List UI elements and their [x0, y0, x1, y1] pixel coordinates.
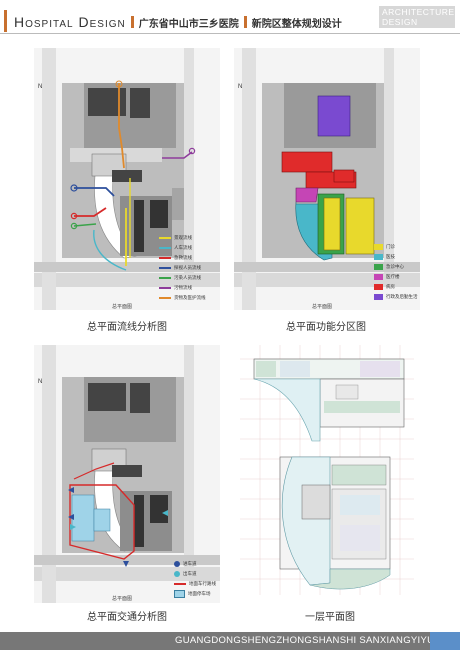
site-plan-label: 总平面图 [112, 304, 133, 310]
legend-label: 探视人员流线 [174, 266, 201, 271]
legend-swatch [374, 254, 383, 260]
legend-swatch [174, 571, 180, 577]
legend-swatch [159, 237, 171, 239]
legend-swatch [374, 244, 383, 250]
badge-line-1: ARCHITECTURE [382, 7, 455, 17]
legend-swatch [174, 561, 180, 567]
traffic-analysis-caption: 总平面交通分析图 [87, 612, 167, 623]
legend-swatch [159, 277, 171, 279]
badge-line-2: DESIGN [382, 17, 418, 27]
legend-item: 病房 [374, 282, 418, 292]
legend-label: 地面停车场 [188, 592, 211, 597]
legend-swatch [174, 590, 185, 598]
flow-analysis-caption: 总平面流线分析图 [87, 322, 167, 333]
legend-item: 探视人员流线 [159, 263, 206, 273]
legend-label: 货物及医护流线 [174, 296, 206, 301]
svg-text:N: N [38, 379, 42, 385]
title-cn-hospital: 广东省中山市三乡医院 [138, 19, 239, 30]
function-zoning-panel: N 门诊 医技 急诊中心 医疗楼 病房 行政及后勤生活 总平面图 [234, 48, 420, 310]
flow-site-plan: N [34, 48, 220, 310]
legend-item: 地面停车场 [174, 589, 216, 599]
legend-item: 门诊 [374, 242, 418, 252]
page-footer: GUANGDONGSHENGZHONGSHANSHI SANXIANGYIYUA… [0, 632, 460, 650]
title-separator [243, 16, 247, 28]
site-plan-label: 总平面图 [312, 304, 333, 310]
legend-item: 污物流线 [159, 283, 206, 293]
legend-item: 医疗楼 [374, 272, 418, 282]
title-separator [130, 16, 134, 28]
legend-swatch [159, 247, 171, 249]
traffic-legend: 进车道 出车道 地面车行路线 地面停车场 [174, 559, 216, 599]
legend-swatch [159, 257, 171, 259]
legend-swatch [374, 284, 383, 290]
legend-label: 病房 [386, 285, 395, 290]
header-accent-bar [4, 10, 7, 32]
legend-item: 急救流线 [159, 253, 206, 263]
legend-swatch [374, 294, 383, 300]
legend-label: 人车流线 [174, 246, 192, 251]
legend-swatch [159, 267, 171, 269]
legend-label: 污染人员流线 [174, 276, 201, 281]
legend-label: 景观流线 [174, 236, 192, 241]
first-floor-plan-panel [240, 345, 414, 595]
function-site-plan: N [234, 48, 420, 310]
legend-label: 急救流线 [174, 256, 192, 261]
legend-item: 景观流线 [159, 233, 206, 243]
legend-label: 污物流线 [174, 286, 192, 291]
site-plan-label: 总平面图 [112, 596, 133, 602]
architecture-design-badge: ARCHITECTURE DESIGN [379, 6, 455, 28]
header-rule [0, 33, 460, 34]
function-legend: 门诊 医技 急诊中心 医疗楼 病房 行政及后勤生活 [374, 242, 418, 302]
legend-label: 进车道 [183, 562, 197, 567]
legend-item: 医技 [374, 252, 418, 262]
svg-text:N: N [238, 84, 242, 90]
legend-label: 出车道 [183, 572, 197, 577]
legend-swatch [374, 264, 383, 270]
legend-swatch [159, 287, 171, 289]
page-header: Hospital Design 广东省中山市三乡医院 新院区整体规划设计 ARCHI… [0, 0, 460, 48]
legend-item: 人车流线 [159, 243, 206, 253]
footer-project-text: GUANGDONGSHENGZHONGSHANSHI SANXIANGYIYUA… [175, 635, 449, 646]
legend-label: 门诊 [386, 245, 395, 250]
flow-analysis-panel: N 景观流线 人车流线 急救流线 探视人员流线 污染人员流线 污物流线 货物及医… [34, 48, 220, 310]
legend-label: 医技 [386, 255, 395, 260]
title-en: Hospital Design [14, 14, 126, 30]
legend-label: 医疗楼 [386, 275, 400, 280]
legend-label: 急诊中心 [386, 265, 404, 270]
flow-legend: 景观流线 人车流线 急救流线 探视人员流线 污染人员流线 污物流线 货物及医护流… [159, 233, 206, 303]
legend-swatch [159, 297, 171, 299]
legend-item: 货物及医护流线 [159, 293, 206, 303]
legend-item: 污染人员流线 [159, 273, 206, 283]
title-cn-project: 新院区整体规划设计 [251, 19, 342, 30]
legend-item: 行政及后勤生活 [374, 292, 418, 302]
traffic-analysis-panel: N 进车道 出车道 地面车行路线 地面停车场 总平面图 [34, 345, 220, 603]
header-title: Hospital Design 广东省中山市三乡医院 新院区整体规划设计 [14, 14, 342, 30]
legend-label: 行政及后勤生活 [386, 295, 418, 300]
traffic-site-plan: N [34, 345, 220, 603]
legend-item: 进车道 [174, 559, 216, 569]
legend-item: 出车道 [174, 569, 216, 579]
legend-item: 急诊中心 [374, 262, 418, 272]
first-floor-plan-caption: 一层平面图 [305, 612, 355, 623]
function-zoning-caption: 总平面功能分区图 [286, 322, 366, 333]
legend-swatch [174, 583, 186, 585]
svg-text:N: N [38, 84, 42, 90]
legend-item: 地面车行路线 [174, 579, 216, 589]
first-floor-plan-drawing [240, 345, 414, 595]
footer-blue-block [430, 632, 460, 650]
legend-swatch [374, 274, 383, 280]
legend-label: 地面车行路线 [189, 582, 216, 587]
